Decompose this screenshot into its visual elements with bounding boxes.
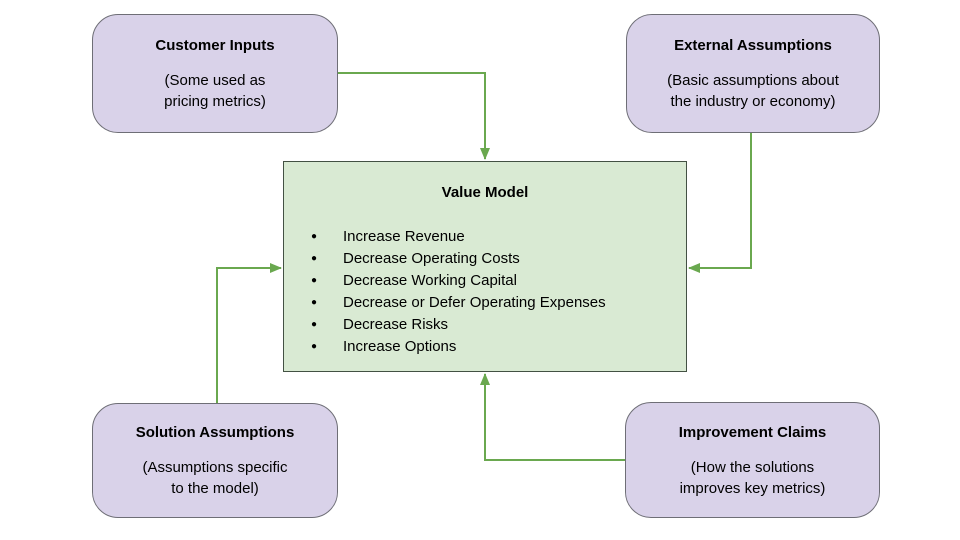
value-model-bullet: Increase Options xyxy=(311,336,606,358)
node-customer-inputs-title: Customer Inputs xyxy=(155,37,275,54)
node-value-model-title: Value Model xyxy=(441,184,529,201)
subtitle-line-1: (Basic assumptions about xyxy=(667,72,839,89)
subtitle-line-2: improves key metrics) xyxy=(679,479,826,497)
value-model-bullet: Decrease Operating Costs xyxy=(311,248,606,270)
subtitle-line-1: (Some used as xyxy=(164,72,266,89)
node-solution-assumptions-title: Solution Assumptions xyxy=(135,424,295,441)
value-model-bullet: Decrease Risks xyxy=(311,314,606,336)
node-improvement-claims-title: Improvement Claims xyxy=(678,423,827,441)
value-model-list: Increase Revenue Decrease Operating Cost… xyxy=(284,226,606,358)
subtitle-line-2: pricing metrics) xyxy=(164,93,266,110)
arrow-customer-inputs-to-value-model xyxy=(338,72,490,160)
subtitle-line-2: the industry or economy) xyxy=(670,93,836,110)
node-improvement-claims: Improvement Claims (How the solutions im… xyxy=(625,402,880,518)
node-external-assumptions-title: External Assumptions xyxy=(674,37,832,54)
node-customer-inputs: Customer Inputs (Some used as pricing me… xyxy=(92,14,338,133)
value-model-bullet: Decrease Working Capital xyxy=(311,270,606,292)
node-external-assumptions: External Assumptions (Basic assumptions … xyxy=(626,14,880,133)
node-improvement-claims-subtitle: (How the solutions improves key metrics) xyxy=(680,457,826,499)
arrow-solution-assumptions-to-value-model xyxy=(216,263,282,403)
subtitle-line-2: to the model) xyxy=(171,480,259,497)
arrow-external-assumptions-to-value-model xyxy=(688,133,752,273)
value-model-bullet: Decrease or Defer Operating Expenses xyxy=(311,292,606,314)
arrow-improvement-claims-to-value-model xyxy=(480,373,626,461)
node-value-model: Value Model Increase Revenue Decrease Op… xyxy=(283,161,687,372)
node-customer-inputs-subtitle: (Some used as pricing metrics) xyxy=(164,70,266,112)
subtitle-line-1: (Assumptions specific xyxy=(142,459,288,476)
subtitle-line-1: (How the solutions xyxy=(690,458,815,476)
node-solution-assumptions: Solution Assumptions (Assumptions specif… xyxy=(92,403,338,518)
value-model-bullet: Increase Revenue xyxy=(311,226,606,248)
node-solution-assumptions-subtitle: (Assumptions specific to the model) xyxy=(142,457,287,499)
node-external-assumptions-subtitle: (Basic assumptions about the industry or… xyxy=(667,70,839,112)
